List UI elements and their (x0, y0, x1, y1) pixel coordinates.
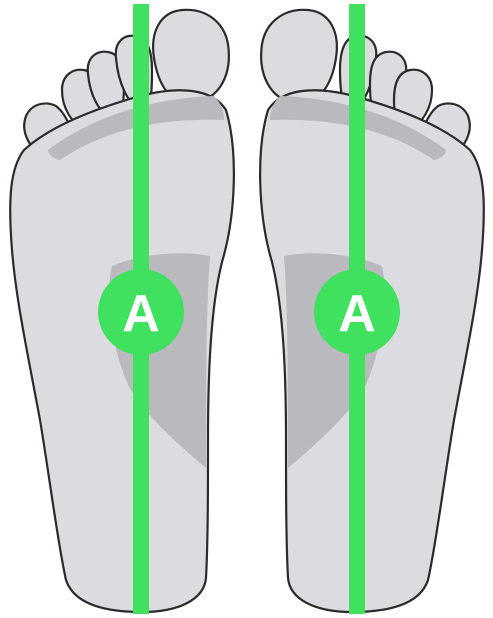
left-foot-marker: A (98, 269, 184, 355)
right-foot-marker: A (314, 269, 400, 355)
right-foot-marker-label: A (338, 285, 376, 343)
left-foot-marker-label: A (122, 285, 160, 343)
